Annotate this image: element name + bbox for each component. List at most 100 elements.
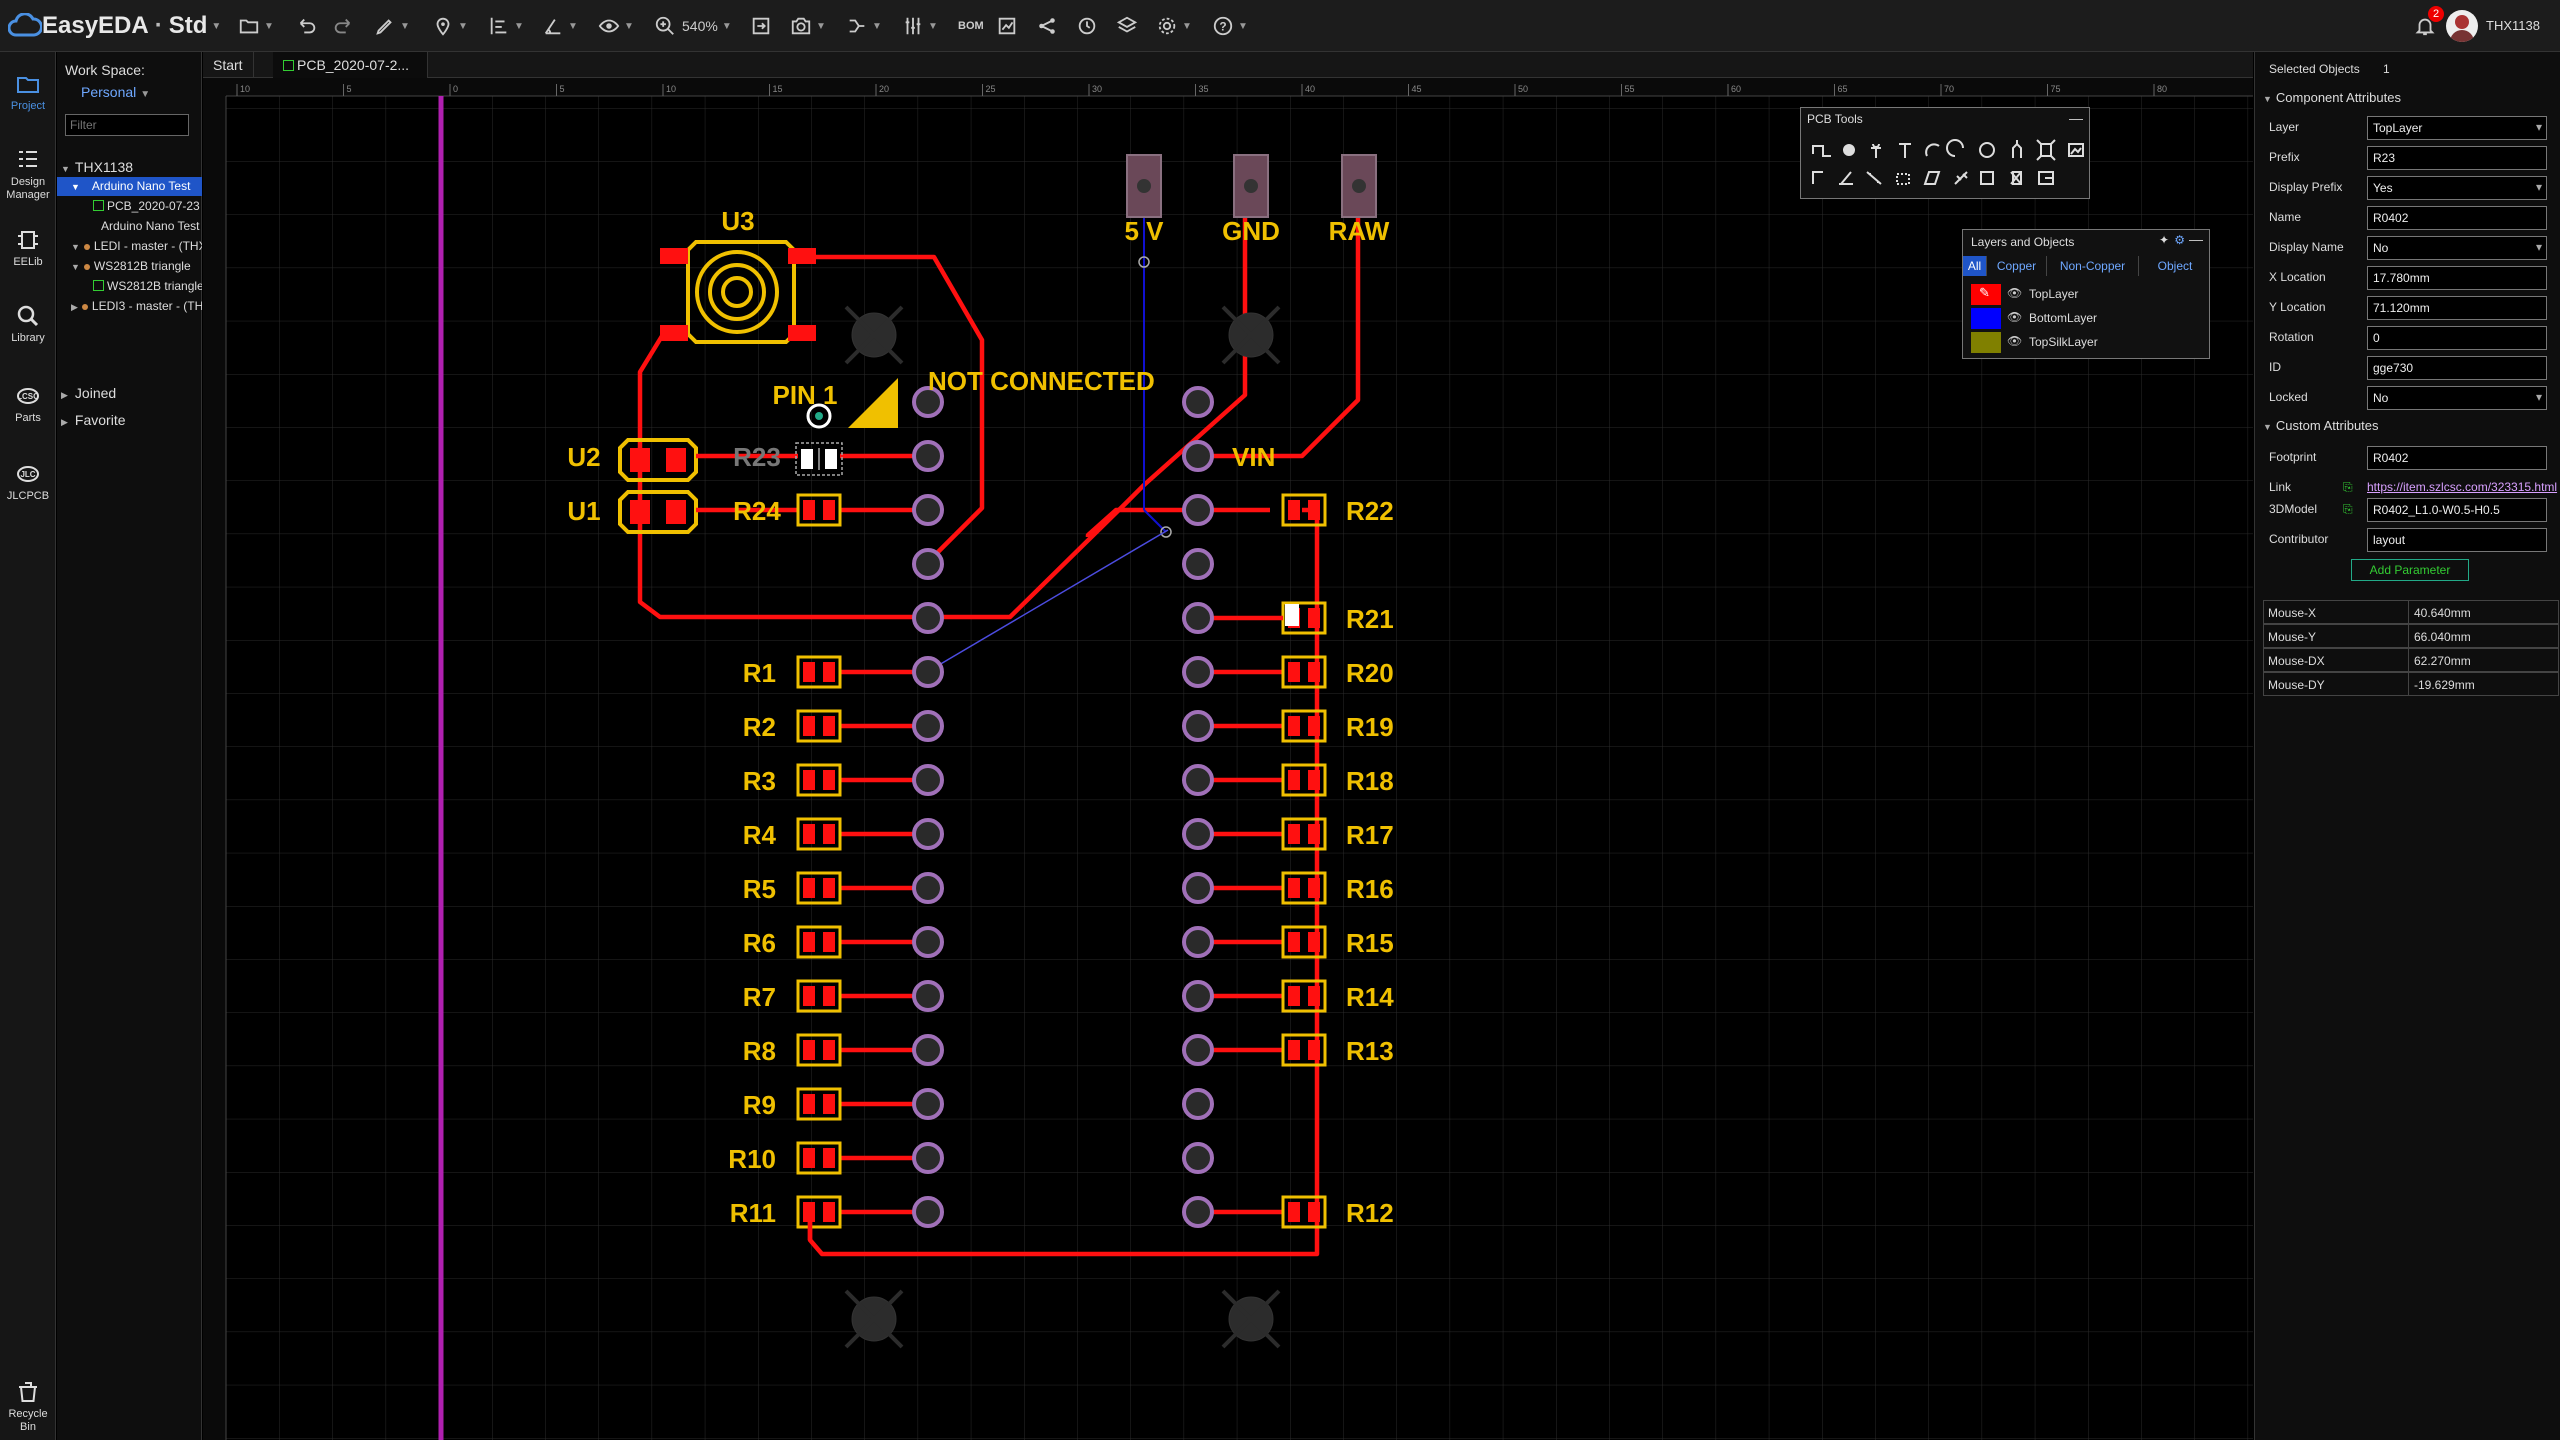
contributor-field[interactable]: layout [2367, 528, 2547, 552]
export-button[interactable] [996, 12, 1018, 40]
zoom-menu-button[interactable]: 540%▼ [654, 12, 732, 40]
tab-start[interactable]: Start [203, 52, 254, 78]
tab-pcb[interactable]: PCB_2020-07-2... [273, 52, 428, 78]
tree-item-joined[interactable]: ▶Joined [61, 385, 117, 401]
tree-item-pcb[interactable]: PCB_2020-07-23 [57, 197, 202, 216]
notifications-button[interactable]: 2 [2414, 6, 2444, 40]
attr-input[interactable]: gge730 [2367, 356, 2547, 380]
layers-tab-all[interactable]: All [1963, 256, 1987, 276]
file-menu-button[interactable]: ▼ [238, 12, 274, 40]
tree-item-project-selected[interactable]: ▼Arduino Nano Test [57, 177, 202, 196]
attr-select[interactable]: No [2367, 386, 2547, 410]
project-tree-panel: Work Space: Personal▼ ▼THX1138 ▼Arduino … [57, 52, 202, 1440]
ruler-tick-label: 55 [1625, 84, 1635, 94]
nav-library[interactable]: Library [0, 302, 56, 345]
settings-button[interactable]: ▼ [1156, 12, 1192, 40]
username[interactable]: THX1138 [2486, 18, 2540, 33]
view-menu-button[interactable]: ▼ [598, 12, 634, 40]
layers-button[interactable] [1116, 12, 1138, 40]
pin-pad [1182, 818, 1214, 850]
nav-project[interactable]: Project [0, 70, 56, 113]
layers-icon [1116, 16, 1138, 33]
attr-input[interactable]: R23 [2367, 146, 2547, 170]
add-parameter-button[interactable]: Add Parameter [2351, 559, 2469, 581]
3dmodel-field[interactable]: R0402_L1.0-W0.5-H0.5 [2367, 498, 2547, 522]
undo-button[interactable] [296, 12, 318, 40]
pcb-tools-title: PCB Tools [1807, 112, 1863, 126]
ruler-tick-label: 35 [1199, 84, 1209, 94]
attr-input[interactable]: 71.120mm [2367, 296, 2547, 320]
nav-design-manager[interactable]: Design Manager [0, 146, 56, 202]
align-menu-button[interactable]: ▼ [488, 12, 524, 40]
component-link[interactable]: https://item.szlcsc.com/323315.html [2367, 480, 2558, 494]
layers-tab-non-copper[interactable]: Non-Copper [2047, 256, 2139, 276]
bom-button[interactable]: BOM [958, 20, 984, 32]
eye-icon[interactable]: 👁 [2007, 334, 2023, 348]
bottom-trace [1138, 170, 1172, 538]
avatar[interactable] [2446, 10, 2478, 42]
eye-icon[interactable]: 👁 [2007, 286, 2023, 300]
pin-pad [912, 818, 944, 850]
nav-recycle-bin[interactable]: Recycle Bin [0, 1378, 56, 1434]
layer-row-bottomlayer[interactable]: 👁BottomLayer [1963, 306, 2211, 330]
tree-item-pcb[interactable]: WS2812B triangle [57, 277, 202, 296]
tree-item-project[interactable]: ▼LEDI - master - (THX1138) [71, 239, 202, 253]
import-button[interactable] [750, 12, 772, 40]
attr-input[interactable]: 0 [2367, 326, 2547, 350]
route-menu-button[interactable]: ▼ [846, 12, 882, 40]
active-layer-pencil-icon: ✎ [1979, 285, 1990, 300]
custom-attributes-header[interactable]: ▼Custom Attributes [2263, 418, 2379, 433]
attr-input[interactable]: R0402 [2367, 206, 2547, 230]
redo-button[interactable] [332, 12, 354, 40]
component-attributes-header[interactable]: ▼Component Attributes [2263, 90, 2401, 105]
link-edit-icon[interactable]: ⎘ [2343, 480, 2353, 494]
route-icon [849, 19, 865, 33]
tools-menu-button[interactable]: ▼ [902, 12, 938, 40]
edit-menu-button[interactable]: ▼ [374, 12, 410, 40]
layer-color-swatch[interactable]: ✎ [1971, 284, 2001, 305]
eye-icon[interactable]: 👁 [2007, 310, 2023, 324]
place-menu-button[interactable]: ▼ [432, 12, 468, 40]
nav-eelib[interactable]: EELib [0, 226, 56, 269]
pcb-tools-minimize-button[interactable]: — [2069, 110, 2083, 126]
help-button[interactable]: ?▼ [1212, 12, 1248, 40]
layers-pin-icon[interactable]: ✦ [2158, 233, 2169, 247]
tree-item-project[interactable]: Arduino Nano Test [101, 219, 200, 233]
attr-select[interactable]: Yes [2367, 176, 2547, 200]
attr-select[interactable]: No [2367, 236, 2547, 260]
app-logo[interactable]: EasyEDA·Std▼ [8, 10, 221, 42]
history-button[interactable] [1076, 12, 1098, 40]
layers-minimize-button[interactable]: — [2189, 231, 2203, 247]
tree-item-thx1138[interactable]: ▼THX1138 [61, 159, 134, 175]
model-edit-icon[interactable]: ⎘ [2343, 502, 2353, 516]
copper-area-tool-icon [2036, 139, 2056, 161]
layers-tab-object[interactable]: Object [2157, 259, 2193, 273]
layer-row-topsilklayer[interactable]: 👁TopSilkLayer [1963, 330, 2211, 354]
workspace-select[interactable]: Personal▼ [81, 84, 151, 100]
footprint-field[interactable]: R0402 [2367, 446, 2547, 470]
layer-color-swatch[interactable] [1971, 332, 2001, 353]
measure-menu-button[interactable]: ▼ [542, 12, 578, 40]
design-manager-icon [19, 151, 37, 167]
tree-filter-input[interactable] [65, 114, 189, 136]
resistor-label: R11 [730, 1198, 776, 1228]
layer-row-toplayer[interactable]: ✎👁TopLayer [1963, 282, 2211, 306]
camera-button[interactable]: ▼ [790, 12, 826, 40]
layers-tab-copper[interactable]: Copper [1987, 256, 2047, 276]
align-icon [490, 17, 507, 35]
share-button[interactable] [1036, 12, 1058, 40]
tree-item-project[interactable]: ▼WS2812B triangle [71, 259, 191, 273]
resistor-label: R3 [743, 766, 776, 796]
layer-color-swatch[interactable] [1971, 308, 2001, 329]
tree-item-favorite[interactable]: ▶Favorite [61, 412, 126, 428]
pin1-marker [848, 378, 898, 428]
attr-input[interactable]: 17.780mm [2367, 266, 2547, 290]
layers-settings-icon[interactable]: ⚙ [2174, 233, 2185, 247]
brand-caret-icon[interactable]: ▼ [211, 20, 222, 32]
tree-item-project[interactable]: ▶LEDI3 - master - (THX1138) [71, 299, 202, 313]
attr-select[interactable]: TopLayer [2367, 116, 2547, 140]
